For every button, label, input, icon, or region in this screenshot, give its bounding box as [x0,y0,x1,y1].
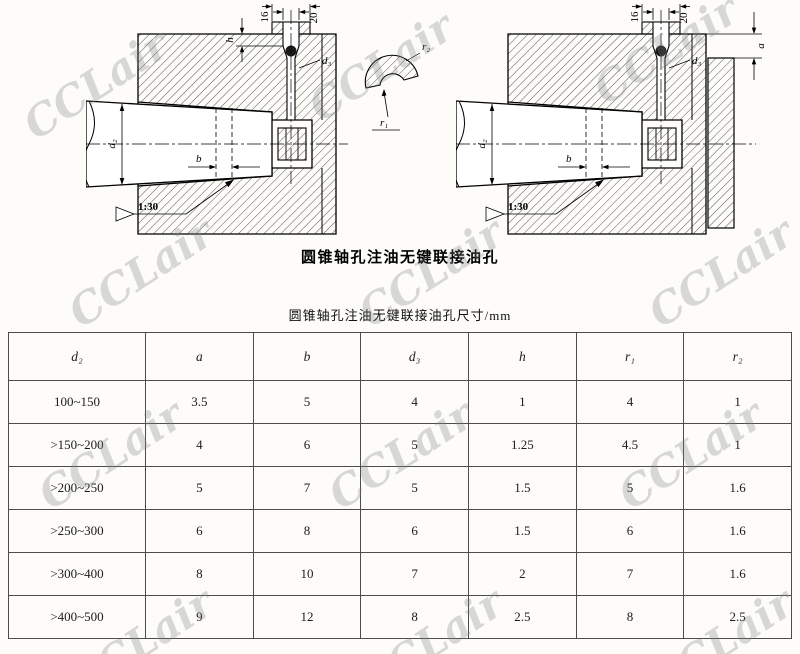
table-cell: 1.6 [683,552,792,596]
dim-label-b: b [566,153,572,165]
table-cell: 4.5 [575,423,685,467]
table-cell: 7 [360,552,469,596]
table-cell: 7 [575,552,685,596]
dim-label-d3: d₃ [322,55,332,67]
table-cell: 9 [145,595,254,639]
table-cell: >150~200 [7,423,147,467]
header-cell: r₂ [683,332,792,381]
table-cell: 1.25 [467,423,577,467]
table-cell: 6 [252,423,362,467]
oil-hole [282,21,300,121]
table-cell: 5 [360,466,469,510]
dim-label-d2: d₂ [476,139,488,149]
table-cell: >250~300 [7,509,147,553]
header-cell: d₃ [360,332,469,381]
header-cell: d₂ [7,332,147,381]
table-cell: 8 [360,595,469,639]
table-cell: 2 [467,552,577,596]
table-cell: 12 [252,595,362,639]
table-cell: 1.6 [683,509,792,553]
dim-label-r1: r₁ [380,117,388,129]
table-cell: 1.5 [467,466,577,510]
dim-label-r2: r₂ [422,41,430,53]
table-cell: 10 [252,552,362,596]
table-cell: 6 [360,509,469,553]
table-cell: 2.5 [467,595,577,639]
table-cell: 8 [252,509,362,553]
dim-label-20: 20 [678,12,690,24]
table-cell: 5 [145,466,254,510]
table-cell: 7 [252,466,362,510]
figure-caption: 圆锥轴孔注油无键联接油孔 [300,250,499,266]
detail-dimensions: r₂ r₁ [372,41,430,131]
table-cell: >300~400 [7,552,147,596]
dim-label-16: 16 [259,11,271,23]
table-cell: >400~500 [7,595,147,639]
table-cell: 5 [360,423,469,467]
table-cell: 8 [575,595,685,639]
table-cell: 4 [360,380,469,424]
header-cell: b [252,332,362,381]
table-cell: 3.5 [145,380,254,424]
table-cell: 100~150 [7,380,147,424]
dim-label-16: 16 [629,11,641,23]
dimensions: d₂ b 16 20 d₃ [476,4,767,222]
table-cell: 8 [145,552,254,596]
header-cell: a [145,332,254,381]
centerlines [456,10,756,184]
left-section-drawing: d₂ b h 16 [86,4,348,235]
oil-hole [652,21,670,121]
centerlines [86,10,348,184]
dimensions: d₂ b h 16 [106,4,332,222]
table-cell: 5 [252,380,362,424]
groove-profile [364,54,419,89]
table-cell: 1 [683,423,792,467]
dim-label-d2: d₂ [106,139,118,149]
groove-hidden-lines [215,108,233,180]
table-title: 圆锥轴孔注油无键联接油孔尺寸/mm [288,308,512,323]
groove-detail-drawing: r₂ r₁ [364,41,430,131]
table-cell: >200~250 [7,466,147,510]
table-cell: 4 [575,380,685,424]
table-cell: 4 [145,423,254,467]
header-cell: h [467,332,577,381]
right-section-drawing: d₂ b 16 20 d₃ [456,4,767,235]
dim-label-20: 20 [308,12,320,24]
table-cell: 6 [145,509,254,553]
table-cell: 1.6 [683,466,792,510]
table-cell: 1.5 [467,509,577,553]
table-cell: 2.5 [683,595,792,639]
retainer-ring [707,57,735,229]
header-cell: r₁ [575,332,685,381]
dim-label-taper: 1:30 [508,201,529,213]
groove-hidden-lines [585,108,603,180]
dim-label-h: h [224,37,236,43]
table-cell: 5 [575,466,685,510]
table-cell: 1 [683,380,792,424]
table-cell: 6 [575,509,685,553]
dim-label-b: b [196,153,202,165]
table-cell: 1 [467,380,577,424]
dim-label-a: a [755,43,767,49]
dim-label-taper: 1:30 [138,201,159,213]
dim-label-d3: d₃ [692,55,702,67]
